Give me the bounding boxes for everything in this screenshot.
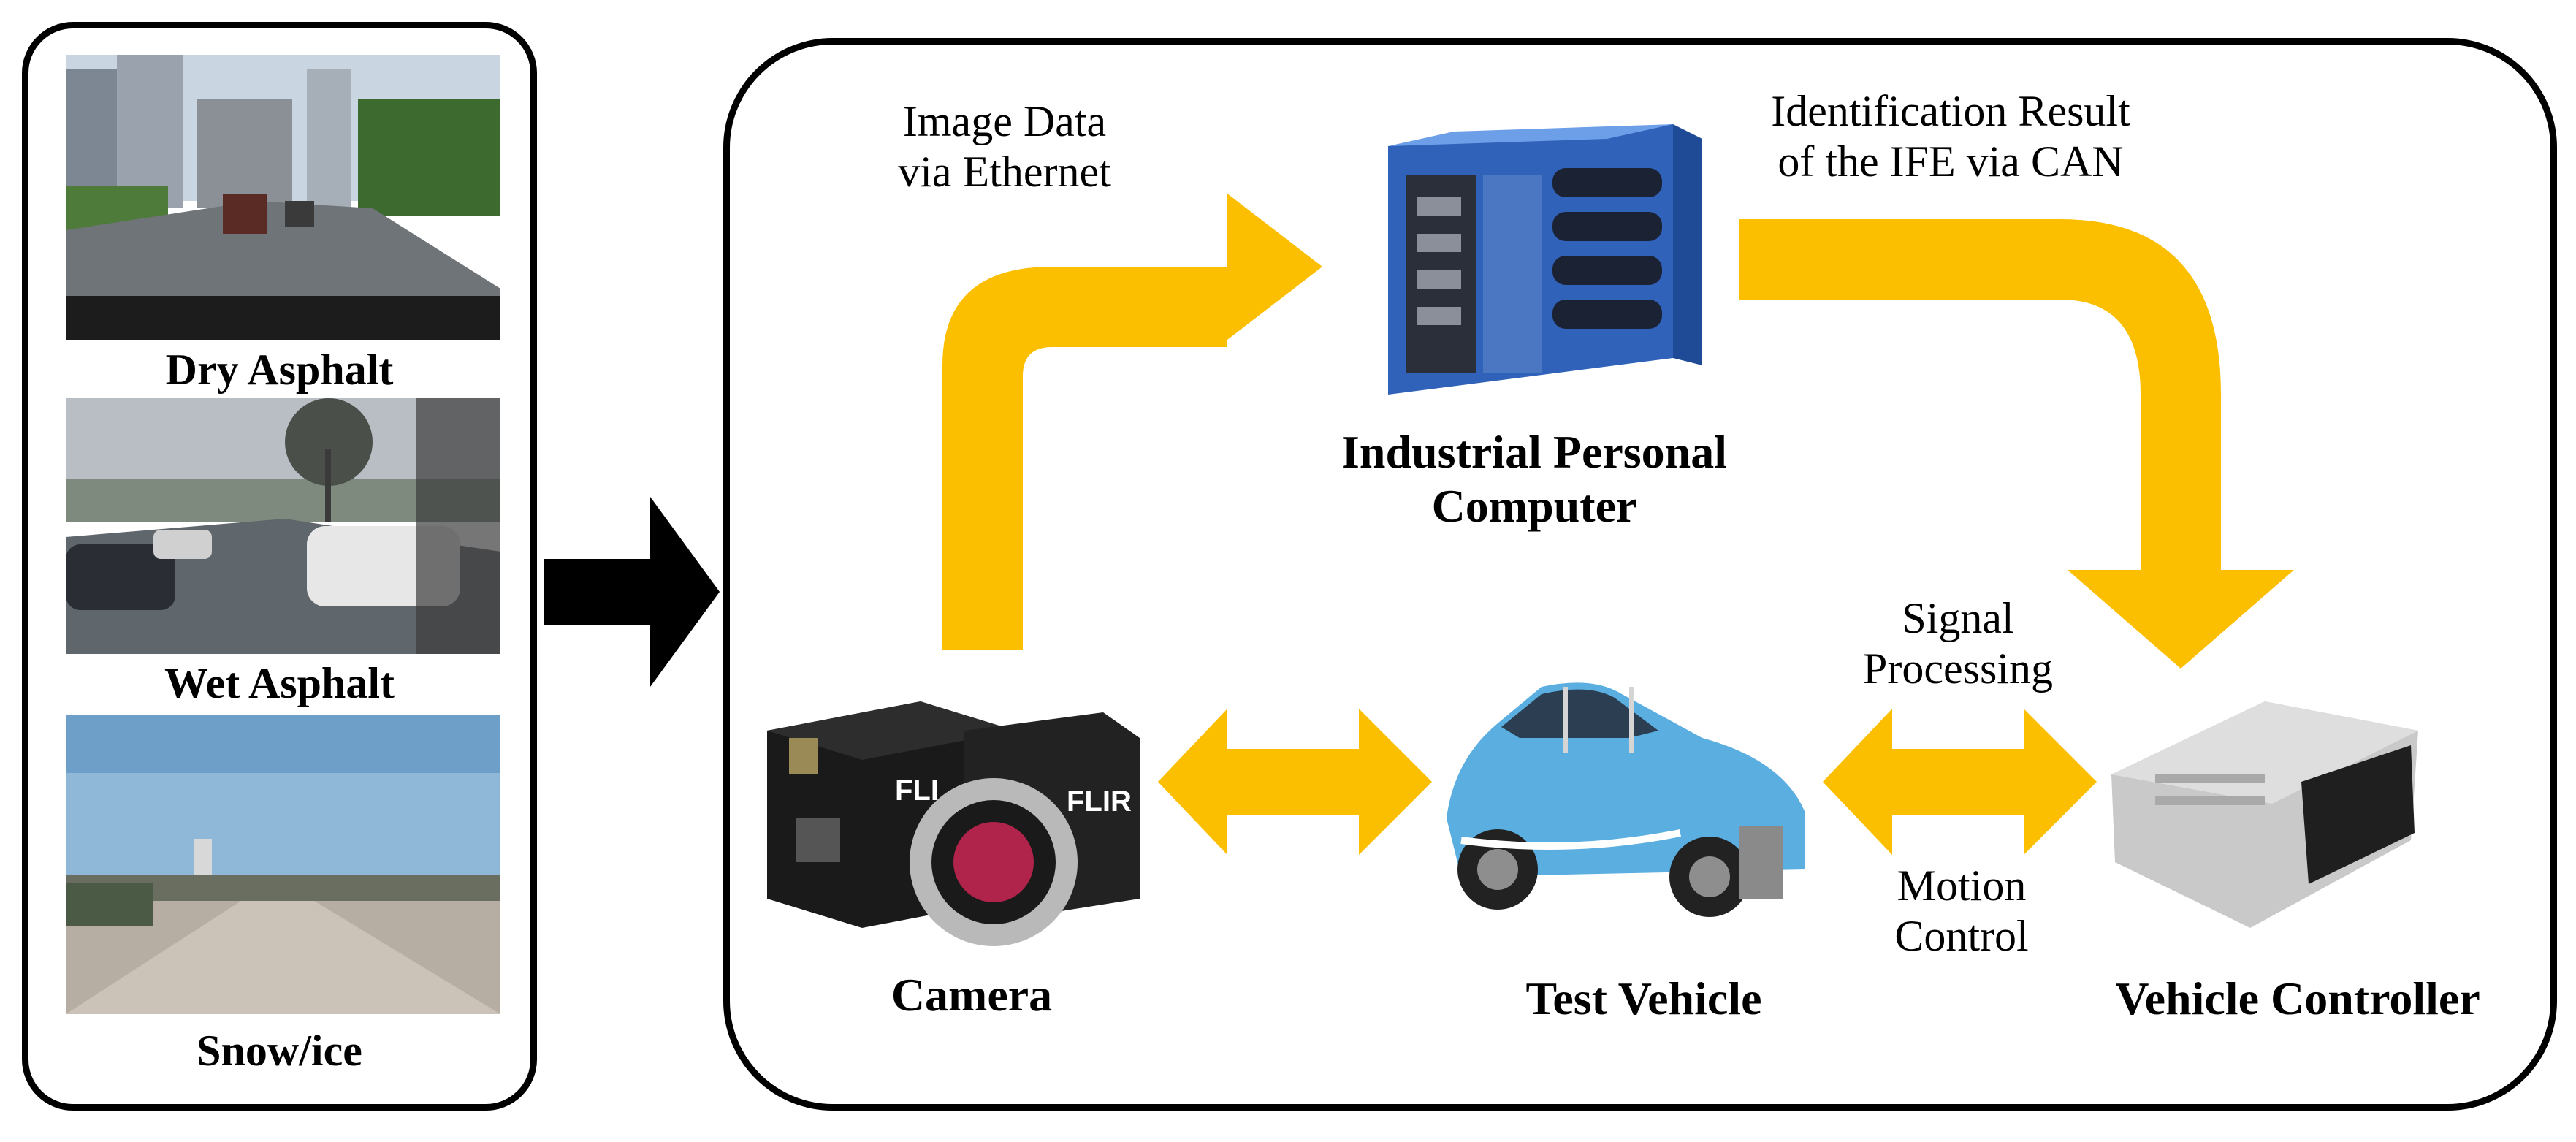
dry-asphalt-label: Dry Asphalt [165,346,394,394]
image-data-arrow [942,194,1322,650]
dry-road-photo [66,55,500,340]
vehicle-controller-label: Vehicle Controller [2115,972,2480,1024]
industrial-pc-line2: Computer [1431,479,1637,532]
wet-road-photo [66,398,500,654]
signal-processing-label: Signal Processing [1834,593,2082,694]
camera-icon: FLI FLIR [767,701,1140,946]
snow-road-photo [66,715,500,1014]
signal-processing-line1: Signal [1902,594,2014,642]
signal-processing-line2: Processing [1863,644,2053,693]
image-data-label: Image Data via Ethernet [895,96,1114,197]
camera-label: Camera [891,969,1053,1021]
identification-result-line2: of the IFE via CAN [1777,137,2124,186]
snow-ice-label: Snow/ice [197,1027,362,1075]
identification-result-line1: Identification Result [1771,87,2130,135]
motion-control-line1: Motion [1897,861,2027,910]
identification-result-label: Identification Result of the IFE via CAN [1710,86,2192,187]
vehicle-controller-icon [2111,701,2418,928]
vehicle-controller-arrow [1823,709,2097,855]
industrial-pc-line1: Industrial Personal [1341,426,1728,478]
test-vehicle-label: Test Vehicle [1525,972,1762,1024]
image-data-line2: via Ethernet [898,148,1111,196]
image-data-line1: Image Data [902,97,1107,145]
industrial-pc-label: Industrial Personal Computer [1286,425,1783,533]
test-vehicle-icon [1447,682,1805,917]
camera-brand-logo-2: FLIR [1067,785,1132,818]
motion-control-line2: Control [1894,912,2029,960]
motion-control-label: Motion Control [1870,861,2053,962]
identification-result-arrow [1739,219,2294,669]
camera-brand-logo: FLI [895,774,939,807]
camera-vehicle-arrow [1158,709,1432,855]
panel-transition-arrow [544,497,720,687]
industrial-pc-icon [1388,124,1702,395]
wet-asphalt-label: Wet Asphalt [164,659,395,707]
